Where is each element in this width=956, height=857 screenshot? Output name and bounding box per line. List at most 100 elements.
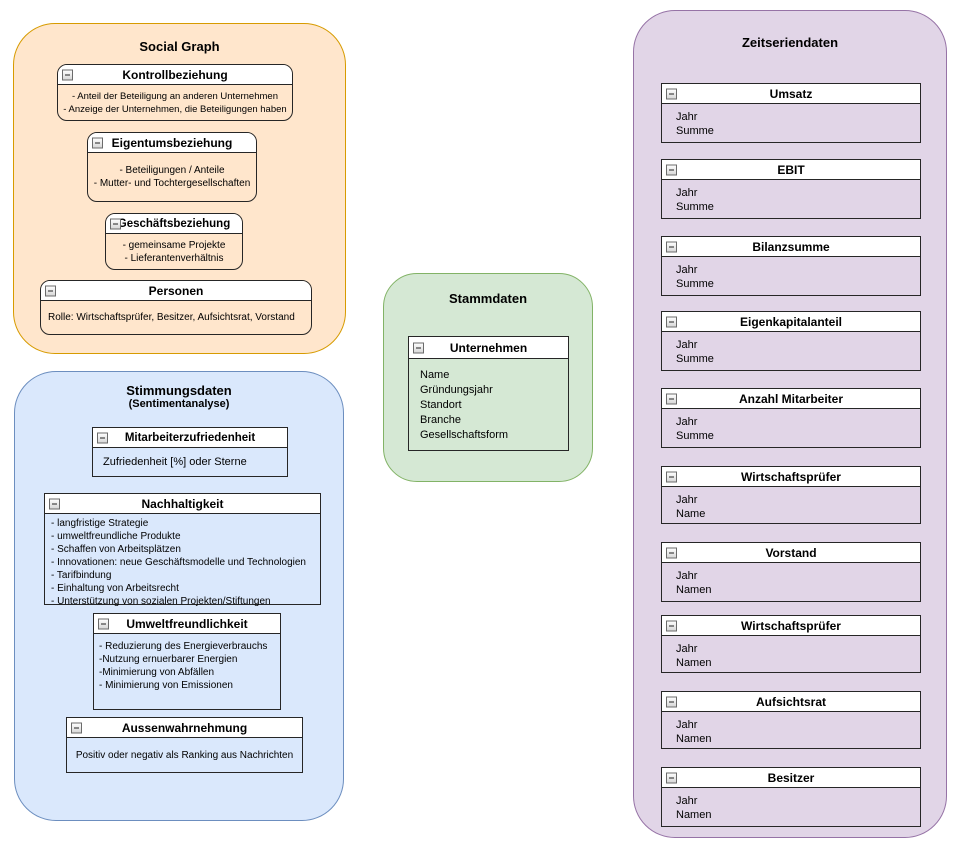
node-eigentumsbeziehung: Eigentumsbeziehung - Beteiligungen / Ant… [87,132,257,202]
node-body-line: Jahr [676,494,698,506]
collapse-icon[interactable] [666,316,677,327]
node-vorstand: Vorstand Jahr Namen [661,542,921,602]
node-body-line: Gesellschaftsform [420,429,509,441]
node-body-line: Name [420,369,450,381]
node-header-title: Anzahl Mitarbeiter [738,391,843,406]
collapse-icon[interactable] [98,618,109,629]
node-header-title: Nachhaltigkeit [141,496,224,511]
node-nachhaltigkeit: Nachhaltigkeit - langfristige Strategie … [44,493,321,607]
group-title-stimmungsdaten: Stimmungsdaten [126,383,232,398]
node-header-title: Eigentumsbeziehung [111,135,233,150]
node-header-title: Unternehmen [449,340,528,355]
node-body-line: Jahr [676,111,698,123]
node-body-line: Namen [676,809,712,821]
node-body-line: Jahr [676,187,698,199]
node-body-line: Jahr [676,795,698,807]
collapse-icon[interactable] [110,218,121,229]
node-body-line: Gründungsjahr [420,384,493,396]
node-body-line: - langfristige Strategie [51,518,149,529]
collapse-icon[interactable] [666,696,677,707]
node-aufsichtsrat: Aufsichtsrat Jahr Namen [661,691,921,749]
node-body-line: Namen [676,657,712,669]
node-body-line: - umweltfreundliche Produkte [51,531,181,542]
collapse-icon[interactable] [666,164,677,175]
node-body-line: Name [676,508,706,520]
node-umsatz: Umsatz Jahr Summe [661,83,921,143]
node-body-line: Jahr [676,264,698,276]
collapse-icon[interactable] [666,620,677,631]
collapse-icon[interactable] [666,772,677,783]
node-body-line: Standort [420,399,462,411]
node-header-title: Bilanzsumme [752,239,830,254]
node-header-title: Wirtschaftsprüfer [741,618,841,633]
node-mitarbeiterzufriedenheit: Mitarbeiterzufriedenheit Zufriedenheit [… [92,427,288,477]
node-body-line: - Reduzierung des Energieverbrauchs [99,641,268,652]
group-title-social-graph: Social Graph [139,39,220,54]
node-body-line: - Anteil der Beteiligung an anderen Unte… [72,90,278,102]
node-body-line: -Minimierung von Abfällen [99,667,215,678]
node-body-line: Summe [676,430,714,442]
group-social-graph: Social Graph Kontrollbeziehung - Anteil … [13,23,346,354]
node-body-line: - Tarifbindung [51,570,112,581]
collapse-icon[interactable] [666,88,677,99]
node-body-line: Summe [676,125,714,137]
node-body-line: Jahr [676,719,698,731]
collapse-icon[interactable] [97,432,108,443]
node-header-title: Umsatz [769,86,813,101]
node-body-line: - Minimierung von Emissionen [99,680,233,691]
node-body-line: - Lieferantenverhältnis [124,252,224,264]
node-body-line: - Einhaltung von Arbeitsrecht [51,583,179,594]
node-body-line: Rolle: Wirtschaftsprüfer, Besitzer, Aufs… [48,312,295,323]
node-header-title: Vorstand [765,545,817,560]
group-stimmungsdaten: Stimmungsdaten (Sentimentanalyse) Mitarb… [14,371,344,821]
collapse-icon[interactable] [666,471,677,482]
collapse-icon[interactable] [413,342,424,353]
node-body-line: Summe [676,353,714,365]
node-wirtschaftspruefer-1: Wirtschaftsprüfer Jahr Name [661,466,921,524]
node-kontrollbeziehung: Kontrollbeziehung - Anteil der Beteiligu… [57,64,293,121]
node-header-title: Eigenkapitalanteil [739,314,843,329]
collapse-icon[interactable] [71,722,82,733]
collapse-icon[interactable] [49,498,60,509]
node-personen: Personen Rolle: Wirtschaftsprüfer, Besit… [40,280,312,335]
node-body-line: - Unterstützung von sozialen Projekten/S… [51,596,271,607]
collapse-icon[interactable] [62,69,73,80]
node-body-line: Positiv oder negativ als Ranking aus Nac… [75,749,294,761]
node-header-title: Personen [148,283,204,298]
node-body-line: Branche [420,414,461,426]
node-body-line: - Schaffen von Arbeitsplätzen [51,544,181,555]
node-body-line: Jahr [676,570,698,582]
collapse-icon[interactable] [666,547,677,558]
node-header-title: Besitzer [767,770,815,785]
node-body-line: Namen [676,733,712,745]
collapse-icon[interactable] [666,241,677,252]
node-body-line: - Anzeige der Unternehmen, die Beteiligu… [63,103,287,115]
node-body-line: Jahr [676,643,698,655]
node-bilanzsumme: Bilanzsumme Jahr Summe [661,236,921,296]
node-body-line: Jahr [676,416,698,428]
node-header-title: Aufsichtsrat [755,694,826,709]
node-unternehmen: Unternehmen Name Gründungsjahr Standort … [408,336,569,451]
group-title-stammdaten: Stammdaten [448,291,528,306]
collapse-icon[interactable] [92,137,103,148]
node-umweltfreundlichkeit: Umweltfreundlichkeit - Reduzierung des E… [93,613,281,710]
node-ebit: EBIT Jahr Summe [661,159,921,219]
node-body-line: - Mutter- und Tochtergesellschaften [93,178,251,189]
node-body-line: Jahr [676,339,698,351]
node-eigenkapitalanteil: Eigenkapitalanteil Jahr Summe [661,311,921,371]
node-body-line: -Nutzung ernuerbarer Energien [99,654,238,665]
node-wirtschaftspruefer-2: Wirtschaftsprüfer Jahr Namen [661,615,921,673]
collapse-icon[interactable] [666,393,677,404]
node-anzahl-mitarbeiter: Anzahl Mitarbeiter Jahr Summe [661,388,921,448]
node-header-title: Wirtschaftsprüfer [741,469,841,484]
group-stammdaten: Stammdaten Unternehmen Name Gründungsjah… [383,273,593,482]
collapse-icon[interactable] [45,285,56,296]
group-zeitseriendaten: Zeitseriendaten Umsatz Jahr Summe EBIT J… [633,10,947,838]
node-header-title: Aussenwahrnehmung [121,720,248,735]
node-geschaeftsbeziehung: Geschäftsbeziehung - gemeinsame Projekte… [105,213,243,270]
node-body-line: Zufriedenheit [%] oder Sterne [103,456,247,468]
node-header-title: EBIT [777,162,805,177]
node-besitzer: Besitzer Jahr Namen [661,767,921,827]
node-body-line: - gemeinsame Projekte [122,239,226,251]
